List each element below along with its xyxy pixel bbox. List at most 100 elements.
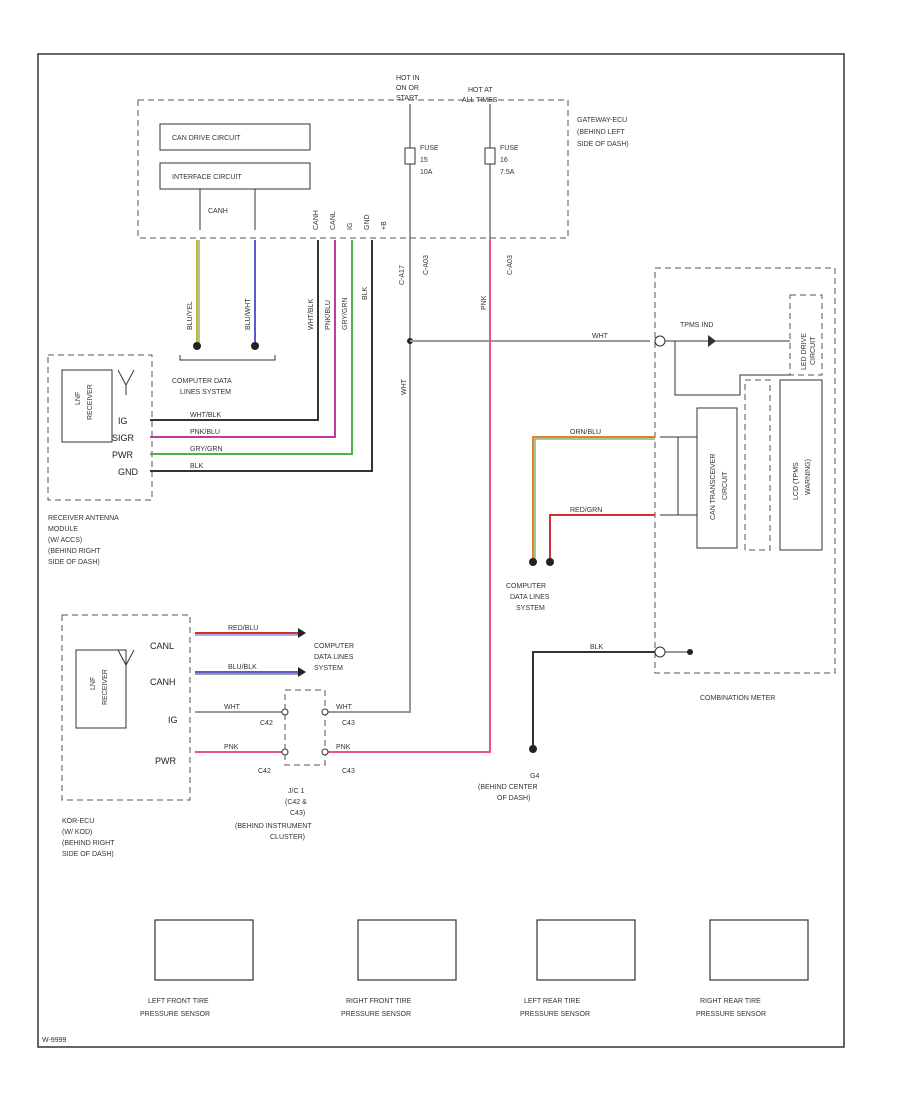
wire-pnk-blu-label: PNK/BLU xyxy=(190,429,220,436)
conn-c-a03-b: C-A03 xyxy=(507,255,514,275)
hot-at-all-line1: HOT AT xyxy=(468,87,493,94)
power-supply: HOT IN ON OR START HOT AT ALL TIMES FUSE… xyxy=(396,75,519,285)
blu-blk-label: BLU/BLK xyxy=(228,664,257,671)
gateway-cdl-line1: COMPUTER DATA xyxy=(172,378,232,385)
sensor-rr-line2: PRESSURE SENSOR xyxy=(696,1011,766,1018)
footer-code: W-9999 xyxy=(42,1037,66,1044)
gateway-pin-canh: CANH xyxy=(313,210,320,230)
gateway-caption-line2: (BEHIND LEFT xyxy=(577,129,626,136)
receiver-caption-line2: MODULE xyxy=(48,526,78,533)
kor-wires: RED/BLU BLU/BLK COMPUTER DATA LINES SYST… xyxy=(195,625,354,753)
gateway-pin-canl: CANL xyxy=(330,211,337,230)
interface-circuit-label: INTERFACE CIRCUIT xyxy=(172,174,242,181)
wht-to-meter-label: WHT xyxy=(592,333,609,340)
jc-caption-line3: C43) xyxy=(290,810,305,817)
wire-pnk-blu-vlabel: PNK/BLU xyxy=(325,300,332,330)
kor-caption-line4: SIDE OF DASH) xyxy=(62,851,114,858)
bus-b-label: BLU/WHT xyxy=(245,298,252,330)
receiver-pin-ig: IG xyxy=(118,416,128,426)
kor-pnk-label: PNK xyxy=(224,744,239,751)
meter-ground: BLK G4 (BEHIND CENTER OF DASH) xyxy=(478,644,655,802)
meter-can-wires: ORN/BLU RED/GRN COMPUTER DATA LINES SYST… xyxy=(506,429,655,612)
kor-caption-line3: (BEHIND RIGHT xyxy=(62,840,115,847)
meter-cdl-line1: COMPUTER xyxy=(506,583,546,590)
receiver-box-line1: LNF xyxy=(75,392,82,405)
combination-meter: TPMS IND LED DRIVE CIRCUIT CAN TRANSCEIV… xyxy=(654,267,836,702)
gateway-ecu: CAN DRIVE CIRCUIT INTERFACE CIRCUIT CANH… xyxy=(137,99,629,239)
wire-grn-vlabel: GRY/GRN xyxy=(342,297,349,330)
ig-and-pwr-wires: WHT WHT PNK xyxy=(325,240,650,753)
gateway-cdl-line2: LINES SYSTEM xyxy=(180,389,231,396)
ground-caption-line3: OF DASH) xyxy=(497,795,530,802)
ground-caption-line1: G4 xyxy=(530,773,539,780)
fuse-b-line1: FUSE xyxy=(500,145,519,152)
conn-c-a17: C-A17 xyxy=(399,265,406,285)
receiver-pin-sigr: SIGR xyxy=(112,433,135,443)
receiver-pin-pwr: PWR xyxy=(112,450,133,460)
jc-wht-label: WHT xyxy=(336,704,353,711)
orn-blu-label: ORN/BLU xyxy=(570,429,601,436)
hot-in-on-line3: START xyxy=(396,95,419,102)
red-blu-label: RED/BLU xyxy=(228,625,258,632)
sensor-lf-line1: LEFT FRONT TIRE xyxy=(148,998,209,1005)
receiver-box-line2: RECEIVER xyxy=(87,384,94,420)
combination-meter-caption: COMBINATION METER xyxy=(700,695,775,702)
jc-conn-a: C42 xyxy=(260,720,273,727)
wire-grn-label: GRY/GRN xyxy=(190,446,223,453)
jc-caption-line4: (BEHIND INSTRUMENT xyxy=(235,823,312,830)
tpms-ind-label: TPMS IND xyxy=(680,322,713,329)
kor-caption-line2: (W/ KOD) xyxy=(62,829,92,836)
gateway-can-bus: BLU/YEL BLU/WHT COMPUTER DATA LINES SYST… xyxy=(172,240,276,396)
kor-pin-canh: CANH xyxy=(150,677,176,687)
jc-caption-line1: J/C 1 xyxy=(288,788,304,795)
kor-pin-ig: IG xyxy=(168,715,178,725)
jc-caption-line2: (C42 & xyxy=(285,799,307,806)
fuse-b-line3: 7.5A xyxy=(500,169,515,176)
jc-caption-line5: CLUSTER) xyxy=(270,834,305,841)
meter-cdl-line2: DATA LINES xyxy=(510,594,550,601)
blk-ground-label: BLK xyxy=(590,644,604,651)
wire-wht-blk-label: WHT/BLK xyxy=(190,412,221,419)
right-front-sensor-box xyxy=(357,919,457,981)
hot-in-on-line2: ON OR xyxy=(396,85,419,92)
jc-conn-b: C42 xyxy=(258,768,271,775)
receiver-caption-line3: (W/ ACCS) xyxy=(48,537,82,544)
sensor-rf-line2: PRESSURE SENSOR xyxy=(341,1011,411,1018)
fuse-b-line2: 16 xyxy=(500,157,508,164)
hot-in-on-line1: HOT IN xyxy=(396,75,420,82)
led-drive-line2: CIRCUIT xyxy=(810,336,817,365)
lcd-line1: LCD (TPMS xyxy=(793,462,800,500)
receiver-caption-line5: SIDE OF DASH) xyxy=(48,559,100,566)
kor-cdl-line2: DATA LINES xyxy=(314,654,354,661)
red-grn-label: RED/GRN xyxy=(570,507,602,514)
wht-vlabel: WHT xyxy=(401,378,408,395)
transceiver-line1: CAN TRANSCEIVER xyxy=(710,454,717,520)
conn-c-a03-a: C-A03 xyxy=(423,255,430,275)
bus-a-label: BLU/YEL xyxy=(187,301,194,330)
wire-blk-vlabel: BLK xyxy=(362,286,369,300)
kor-cdl-line3: SYSTEM xyxy=(314,665,343,672)
junction-connector: C42 C42 C43 C43 J/C 1 (C42 & C43) (BEHIN… xyxy=(235,689,355,841)
transceiver-line2: CIRCUIT xyxy=(722,471,729,500)
sensor-rr-line1: RIGHT REAR TIRE xyxy=(700,998,761,1005)
jc-conn-d: C43 xyxy=(342,768,355,775)
gateway-pin-label: CANH xyxy=(208,208,228,215)
receiver-antenna-module: LNF RECEIVER IG SIGR PWR GND RECEIVER AN… xyxy=(47,354,153,566)
gateway-caption-line3: SIDE OF DASH) xyxy=(577,141,629,148)
pnk-vlabel: PNK xyxy=(481,295,488,310)
kor-pin-pwr: PWR xyxy=(155,756,176,766)
led-drive-line1: LED DRIVE xyxy=(801,333,808,370)
hot-at-all-line2: ALL TIMES xyxy=(462,97,498,104)
kor-wht-label: WHT xyxy=(224,704,241,711)
ground-caption-line2: (BEHIND CENTER xyxy=(478,784,538,791)
fuse-a-line2: 15 xyxy=(420,157,428,164)
fuse-a-line3: 10A xyxy=(420,169,433,176)
kor-cdl-line1: COMPUTER xyxy=(314,643,354,650)
sensor-lr-line1: LEFT REAR TIRE xyxy=(524,998,580,1005)
lcd-line2: WARNING) xyxy=(805,459,812,495)
receiver-caption-line1: RECEIVER ANTENNA xyxy=(48,515,119,522)
receiver-pin-gnd: GND xyxy=(118,467,139,477)
jc-pnk-label: PNK xyxy=(336,744,351,751)
left-rear-sensor-box xyxy=(536,919,636,981)
